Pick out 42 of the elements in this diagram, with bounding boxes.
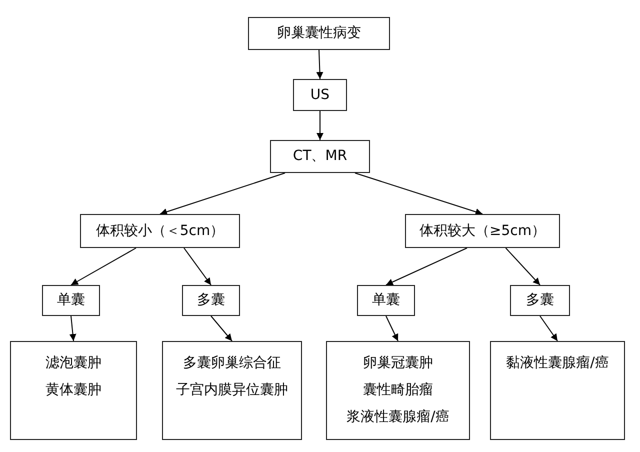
arrow (316, 110, 324, 140)
arrow (540, 316, 558, 342)
process-box (490, 341, 625, 440)
process-box (182, 285, 240, 316)
node-label: CT、MR (292, 147, 348, 166)
process-box (510, 285, 570, 316)
node-label: 滤泡囊肿 (46, 354, 102, 373)
node-label: 浆液性囊腺瘤/癌 (346, 408, 450, 427)
arrow (184, 248, 212, 286)
node-label: 体积较大（≥5cm） (420, 222, 546, 240)
arrow (210, 316, 232, 342)
arrow (354, 172, 483, 216)
process-box (326, 341, 470, 440)
arrow (386, 316, 398, 342)
node-label: 多囊卵巢综合征 (183, 354, 281, 373)
arrow (316, 50, 324, 80)
process-box (42, 285, 100, 316)
arrow (386, 248, 468, 286)
node-label: 体积较小（＜5cm） (96, 222, 224, 240)
node-label: 多囊 (526, 291, 554, 310)
node-label: 单囊 (372, 291, 400, 310)
node-label: US (310, 86, 330, 104)
process-box (357, 285, 415, 316)
arrow (70, 248, 136, 286)
arrow (505, 248, 540, 286)
node-label: 卵巢冠囊肿 (363, 354, 433, 373)
node-label: 子宫内膜异位囊肿 (176, 381, 288, 400)
process-box (405, 214, 560, 248)
arrow (69, 316, 76, 342)
process-box (162, 341, 302, 440)
process-box (10, 341, 137, 440)
process-box (270, 140, 370, 173)
process-box (248, 17, 390, 50)
node-label: 单囊 (57, 291, 85, 310)
node-label: 黄体囊肿 (46, 381, 102, 400)
node-label: 囊性畸胎瘤 (363, 381, 433, 400)
node-label: 多囊 (197, 291, 225, 310)
process-box (80, 214, 240, 248)
process-box (293, 79, 347, 111)
arrow (160, 172, 286, 216)
node-label: 卵巢囊性病变 (277, 24, 361, 43)
node-label: 黏液性囊腺瘤/癌 (506, 354, 609, 373)
